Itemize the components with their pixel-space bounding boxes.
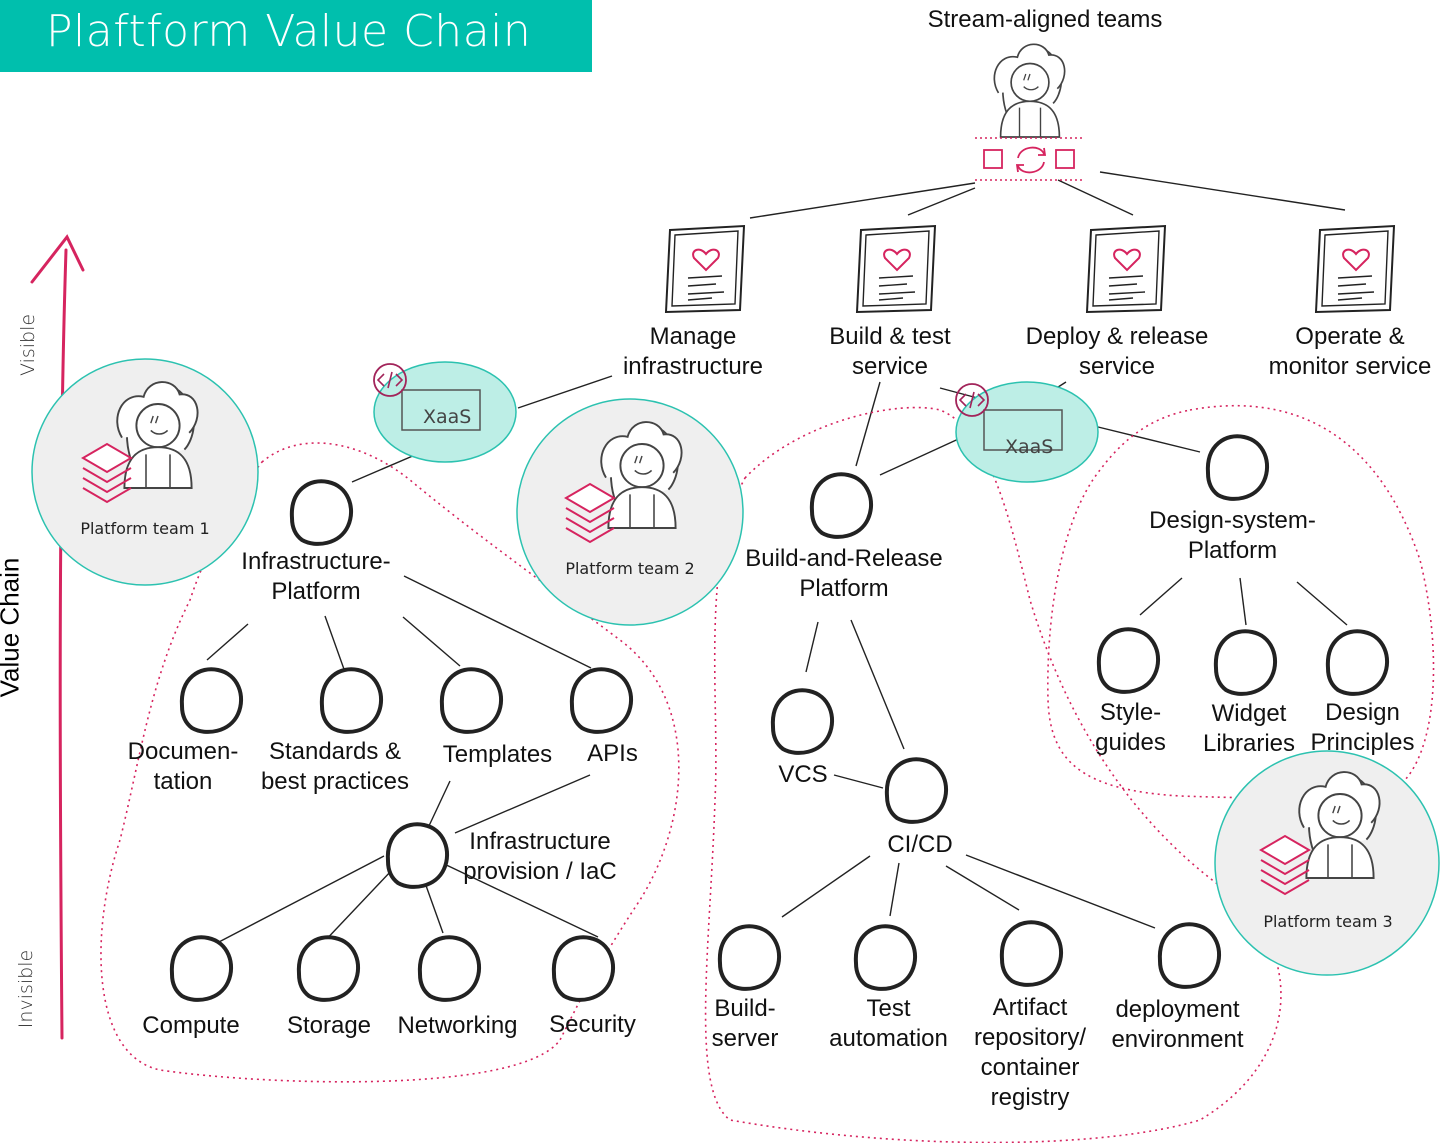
node-infrastructure-platform — [289, 479, 354, 546]
node-artifact-repo — [999, 920, 1064, 987]
node-documentation — [179, 667, 244, 734]
axis-bottom-label: Invisible — [15, 949, 37, 1029]
vcs-label: VCS — [778, 761, 828, 788]
service-doc-icon-manage — [665, 225, 745, 313]
node-vcs — [770, 688, 835, 755]
service-label-operate: Operate & monitor service — [1268, 323, 1432, 380]
node-cicd — [884, 757, 949, 824]
node-build-server — [717, 924, 782, 991]
node-iac — [385, 822, 450, 889]
platform-team-3-badge — [1214, 750, 1440, 976]
xaas-label-2: XaaS — [1005, 436, 1054, 458]
service-label-manage: Manage infrastructure — [622, 323, 764, 380]
deployment-environment-label: deployment environment — [1111, 996, 1244, 1053]
service-doc-icon-build — [856, 225, 936, 313]
node-standards — [319, 667, 384, 734]
node-design-principles — [1325, 629, 1390, 696]
standards-label: Standards & best practices — [260, 738, 410, 795]
platform-team-3-label: Platform team 3 — [1263, 912, 1393, 931]
networking-label: Networking — [397, 1012, 518, 1039]
service-label-build: Build & test service — [829, 323, 951, 380]
xaas-badge-2 — [955, 381, 1099, 483]
stream-aligned-team-icon — [993, 43, 1066, 138]
service-label-deploy: Deploy & release service — [1025, 323, 1209, 380]
apis-label: APIs — [587, 740, 638, 767]
security-label: Security — [549, 1011, 636, 1038]
node-storage — [296, 935, 361, 1002]
platform-team-1-label: Platform team 1 — [80, 519, 210, 538]
documentation-label: Documen- tation — [127, 738, 239, 795]
stream-aligned-label: Stream-aligned teams — [927, 6, 1163, 33]
node-templates — [439, 667, 504, 734]
compute-label: Compute — [142, 1012, 240, 1039]
service-doc-icon-deploy — [1086, 225, 1166, 313]
node-styleguides — [1096, 627, 1161, 694]
node-design-system-platform — [1205, 434, 1270, 501]
widget-libraries-label: Widget Libraries — [1202, 700, 1296, 757]
axis-top-label: Visible — [17, 313, 39, 376]
styleguides-label: Style- guides — [1095, 699, 1166, 756]
design-principles-label: Design Principles — [1310, 699, 1415, 756]
value-chain-arrow — [30, 234, 85, 1040]
iac-label: Infrastructure provision / IaC — [463, 828, 617, 885]
design-system-platform-label: Design-system- Platform — [1149, 507, 1316, 564]
node-compute — [169, 935, 234, 1002]
xaas-label-1: XaaS — [423, 406, 472, 428]
cicd-label: CI/CD — [887, 831, 953, 858]
node-apis — [569, 667, 634, 734]
platform-team-1-badge — [31, 358, 259, 586]
axis-value-chain-label: Value Chain — [0, 557, 25, 698]
infrastructure-platform-label: Infrastructure- Platform — [241, 548, 391, 605]
platform-team-2-label: Platform team 2 — [565, 559, 695, 578]
xaas-badge-1 — [373, 361, 517, 463]
storage-label: Storage — [286, 1012, 372, 1039]
templates-label: Templates — [442, 741, 553, 768]
build-server-label: Build- server — [711, 995, 779, 1052]
service-doc-icon-operate — [1315, 225, 1395, 313]
node-security — [551, 935, 616, 1002]
node-deployment-env — [1157, 922, 1222, 989]
node-build-release-platform — [809, 472, 874, 539]
node-widget-libraries — [1213, 629, 1278, 696]
node-networking — [417, 935, 482, 1002]
page-title: Plaftform Value Chain — [46, 6, 532, 57]
platform-boundaries — [100, 404, 1435, 1143]
test-automation-label: Test automation — [829, 995, 948, 1052]
artifact-repository-label: Artifact repository/ container registry — [973, 994, 1087, 1111]
node-test-automation — [853, 924, 918, 991]
stream-aligned-board-icon — [975, 137, 1085, 181]
connector-lines — [206, 171, 1348, 946]
title-bar: Plaftform Value Chain — [0, 0, 592, 72]
build-release-platform-label: Build-and-Release Platform — [745, 545, 943, 602]
platform-team-2-badge — [516, 398, 744, 626]
